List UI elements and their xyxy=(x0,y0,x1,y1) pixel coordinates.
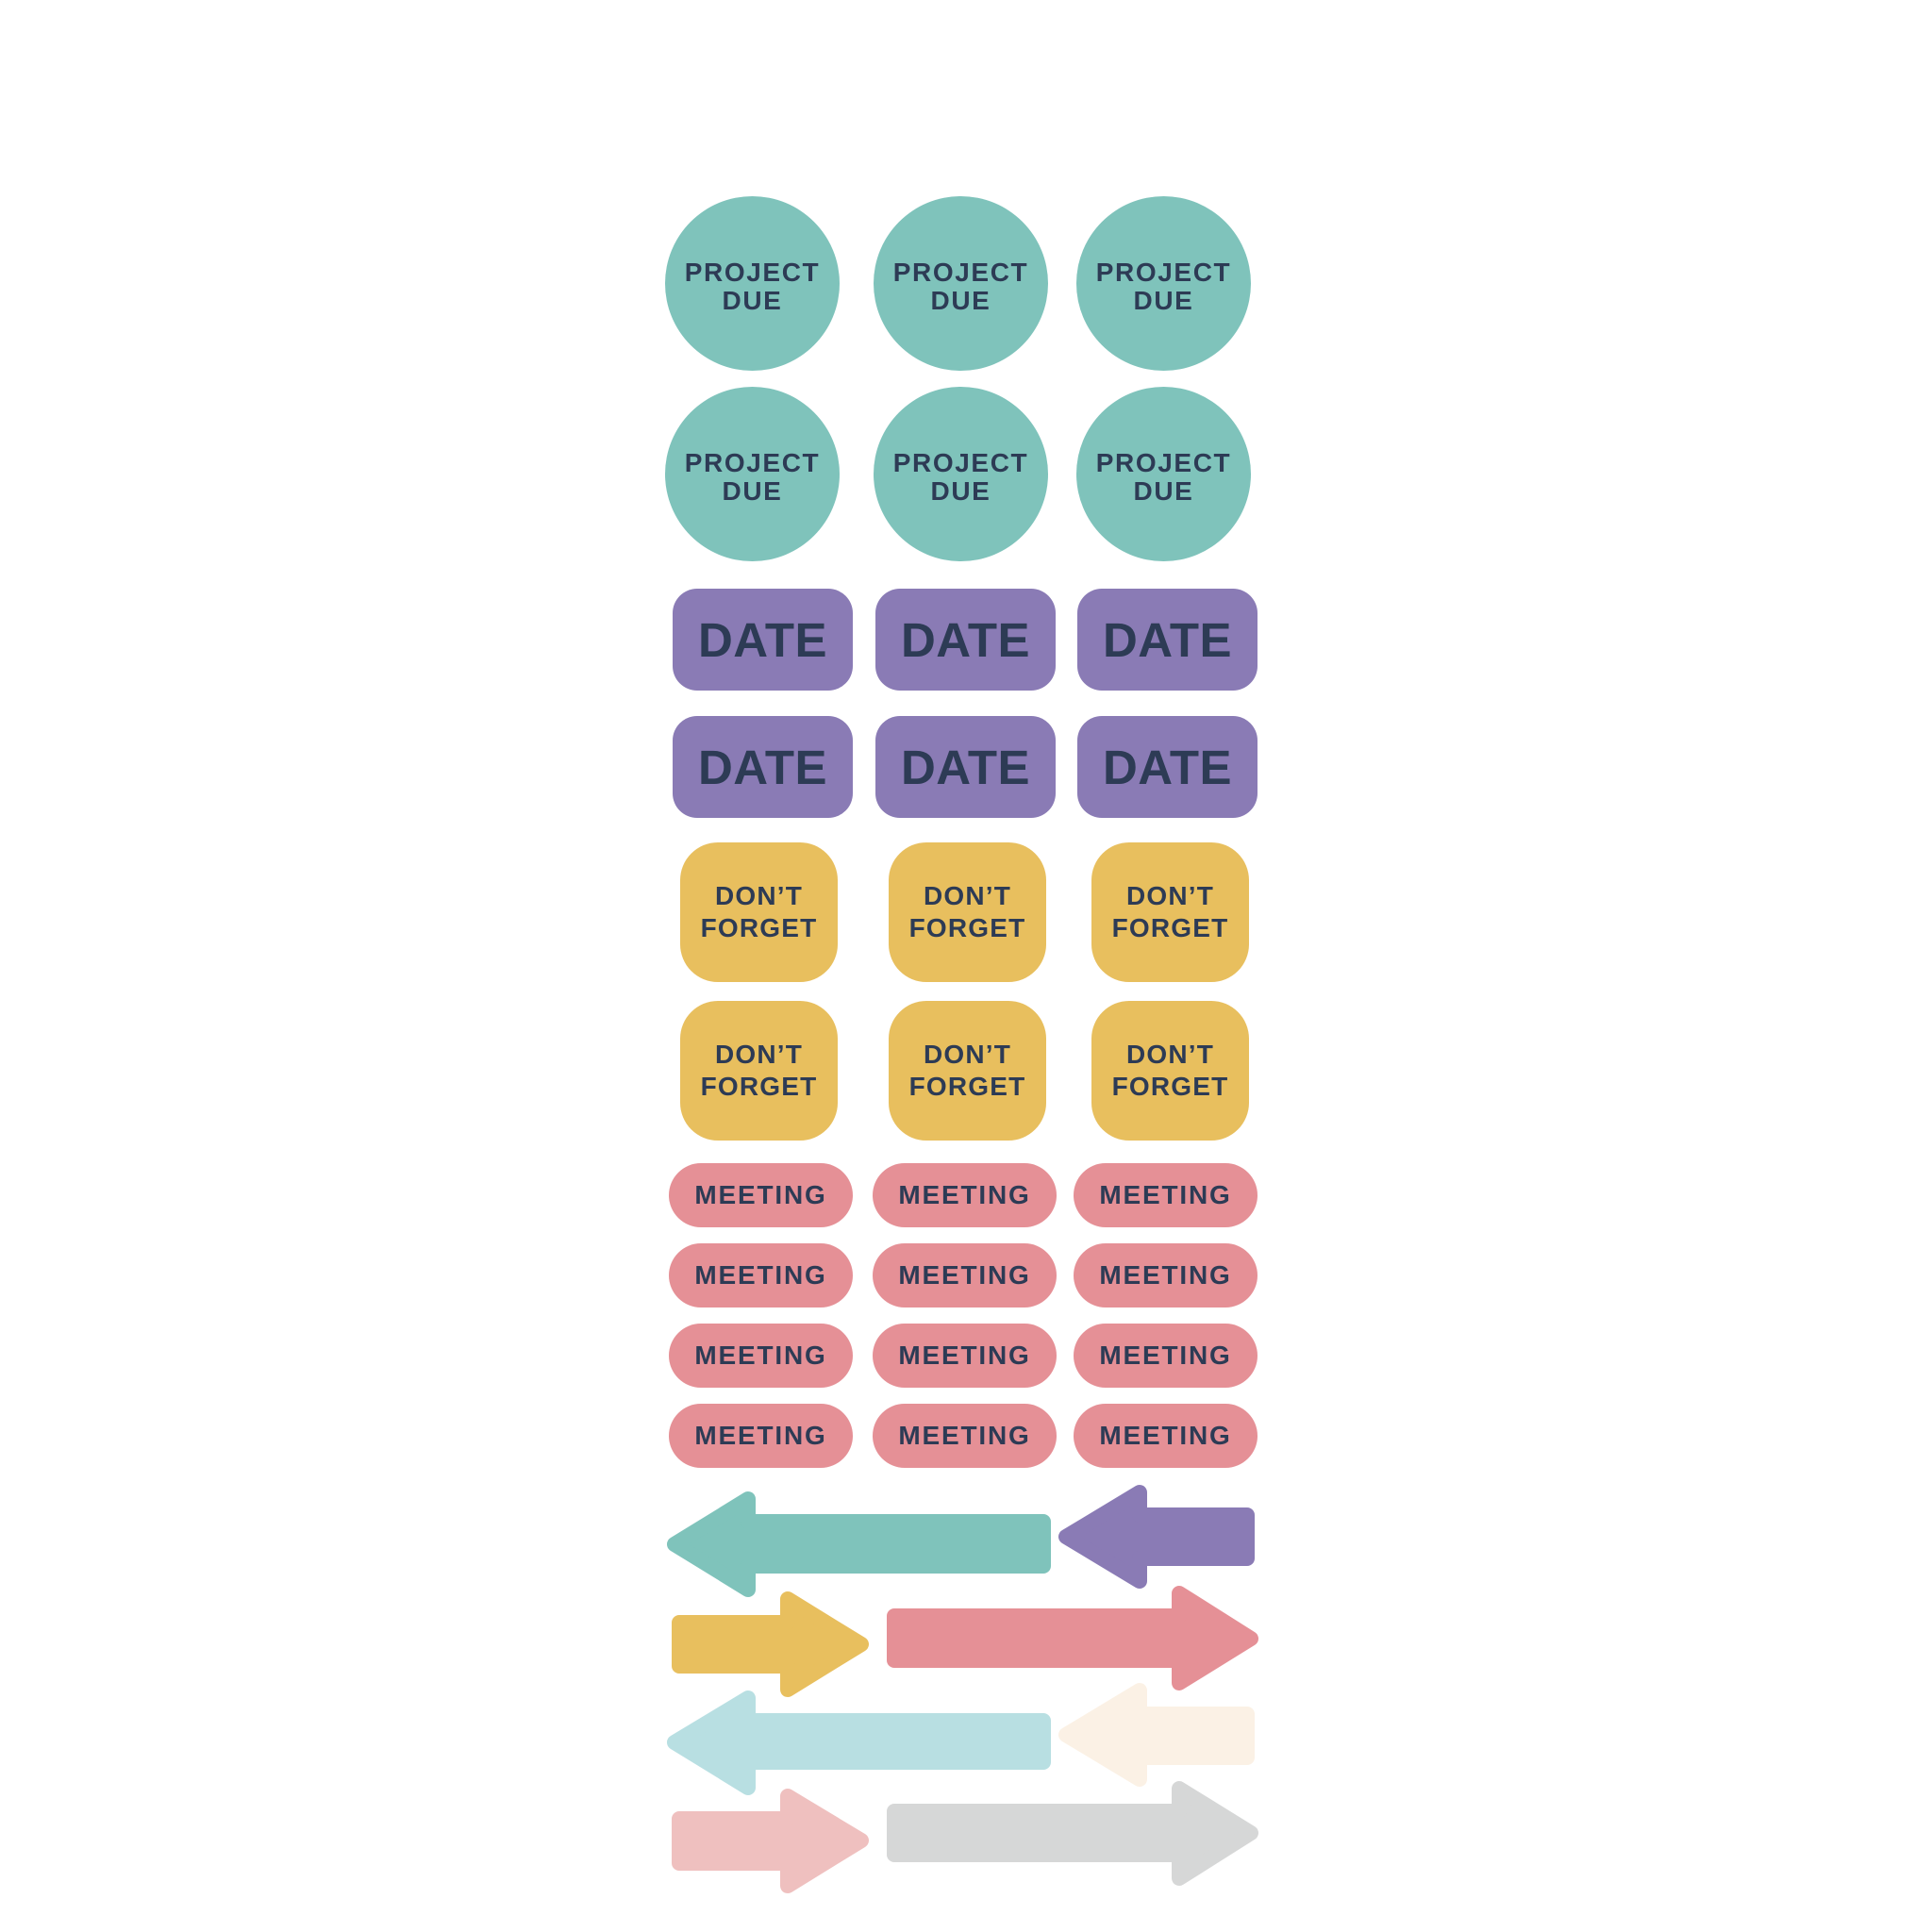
meeting-sticker: MEETING xyxy=(873,1404,1057,1468)
sticker-text-line1: PROJECT xyxy=(892,257,1029,287)
sticker-text: MEETING xyxy=(898,1421,1031,1450)
sticker-text-line2: DUE xyxy=(1133,475,1194,506)
sticker-text-line1: DON’T xyxy=(1125,1040,1215,1069)
sticker-text-line2: DUE xyxy=(722,475,783,506)
arrow-left-icon xyxy=(667,1690,1051,1795)
sticker-text: MEETING xyxy=(1099,1421,1232,1450)
meeting-sticker: MEETING xyxy=(669,1404,853,1468)
sticker-text-line2: FORGET xyxy=(700,1072,818,1101)
arrow-right-icon xyxy=(887,1586,1258,1690)
sticker-text-line1: DON’T xyxy=(923,1040,1012,1069)
arrow-right-icon xyxy=(672,1789,869,1893)
sticker-text: DATE xyxy=(1102,612,1233,667)
meeting-sticker: MEETING xyxy=(1074,1163,1257,1227)
date-sticker: DATE xyxy=(1077,589,1257,691)
dont-forget-sticker: DON’T FORGET xyxy=(680,1001,838,1141)
sticker-text: MEETING xyxy=(1099,1341,1232,1370)
dont-forget-sticker: DON’T FORGET xyxy=(889,842,1046,982)
project-due-sticker: PROJECT DUE xyxy=(874,196,1048,371)
arrow-left-icon xyxy=(667,1491,1051,1597)
sticker-text-line1: PROJECT xyxy=(1095,447,1232,477)
meeting-sticker: MEETING xyxy=(873,1163,1057,1227)
sticker-text-line1: DON’T xyxy=(714,881,804,910)
sticker-text-line1: PROJECT xyxy=(684,447,821,477)
sticker-text: MEETING xyxy=(898,1260,1031,1290)
sticker-text: MEETING xyxy=(898,1341,1031,1370)
meeting-sticker: MEETING xyxy=(669,1163,853,1227)
arrow-right-icon xyxy=(672,1591,869,1697)
dont-forget-sticker: DON’T FORGET xyxy=(680,842,838,982)
sticker-text: MEETING xyxy=(694,1260,827,1290)
sticker-text-line2: FORGET xyxy=(908,913,1026,942)
meeting-sticker: MEETING xyxy=(669,1324,853,1388)
sticker-text: MEETING xyxy=(694,1341,827,1370)
sticker-text-line2: DUE xyxy=(722,285,783,315)
sticker-text: MEETING xyxy=(898,1180,1031,1209)
sticker-text-line2: FORGET xyxy=(700,913,818,942)
date-sticker: DATE xyxy=(673,589,853,691)
sticker-text: DATE xyxy=(1102,740,1233,794)
arrow-left-icon xyxy=(1058,1683,1255,1787)
date-sticker: DATE xyxy=(875,589,1056,691)
sticker-text: DATE xyxy=(697,612,828,667)
meeting-sticker: MEETING xyxy=(1074,1243,1257,1307)
sticker-text: DATE xyxy=(900,612,1031,667)
date-sticker: DATE xyxy=(875,716,1056,818)
sticker-text: DATE xyxy=(697,740,828,794)
sticker-text-line1: PROJECT xyxy=(684,257,821,287)
date-sticker: DATE xyxy=(673,716,853,818)
sticker-text-line2: DUE xyxy=(930,285,991,315)
sticker-text-line2: FORGET xyxy=(908,1072,1026,1101)
sticker-text: MEETING xyxy=(694,1180,827,1209)
sticker-text-line2: FORGET xyxy=(1111,913,1229,942)
sticker-text: MEETING xyxy=(1099,1260,1232,1290)
dont-forget-sticker: DON’T FORGET xyxy=(889,1001,1046,1141)
dont-forget-sticker: DON’T FORGET xyxy=(1091,1001,1249,1141)
project-due-sticker: PROJECT DUE xyxy=(665,387,840,561)
meeting-sticker: MEETING xyxy=(1074,1404,1257,1468)
sticker-text-line2: DUE xyxy=(1133,285,1194,315)
project-due-sticker: PROJECT DUE xyxy=(1076,196,1251,371)
sticker-text-line1: DON’T xyxy=(1125,881,1215,910)
dont-forget-sticker: DON’T FORGET xyxy=(1091,842,1249,982)
sticker-text-line1: DON’T xyxy=(714,1040,804,1069)
arrow-right-icon xyxy=(887,1781,1258,1886)
date-sticker: DATE xyxy=(1077,716,1257,818)
project-due-sticker: PROJECT DUE xyxy=(665,196,840,371)
meeting-sticker: MEETING xyxy=(1074,1324,1257,1388)
sticker-text: MEETING xyxy=(1099,1180,1232,1209)
meeting-sticker: MEETING xyxy=(873,1243,1057,1307)
sticker-text-line2: DUE xyxy=(930,475,991,506)
meeting-sticker: MEETING xyxy=(669,1243,853,1307)
sticker-text: DATE xyxy=(900,740,1031,794)
sticker-text-line2: FORGET xyxy=(1111,1072,1229,1101)
meeting-sticker: MEETING xyxy=(873,1324,1057,1388)
sticker-text: MEETING xyxy=(694,1421,827,1450)
arrow-left-icon xyxy=(1058,1485,1255,1589)
sticker-text-line1: PROJECT xyxy=(892,447,1029,477)
sticker-text-line1: DON’T xyxy=(923,881,1012,910)
project-due-sticker: PROJECT DUE xyxy=(1076,387,1251,561)
project-due-sticker: PROJECT DUE xyxy=(874,387,1048,561)
sticker-text-line1: PROJECT xyxy=(1095,257,1232,287)
